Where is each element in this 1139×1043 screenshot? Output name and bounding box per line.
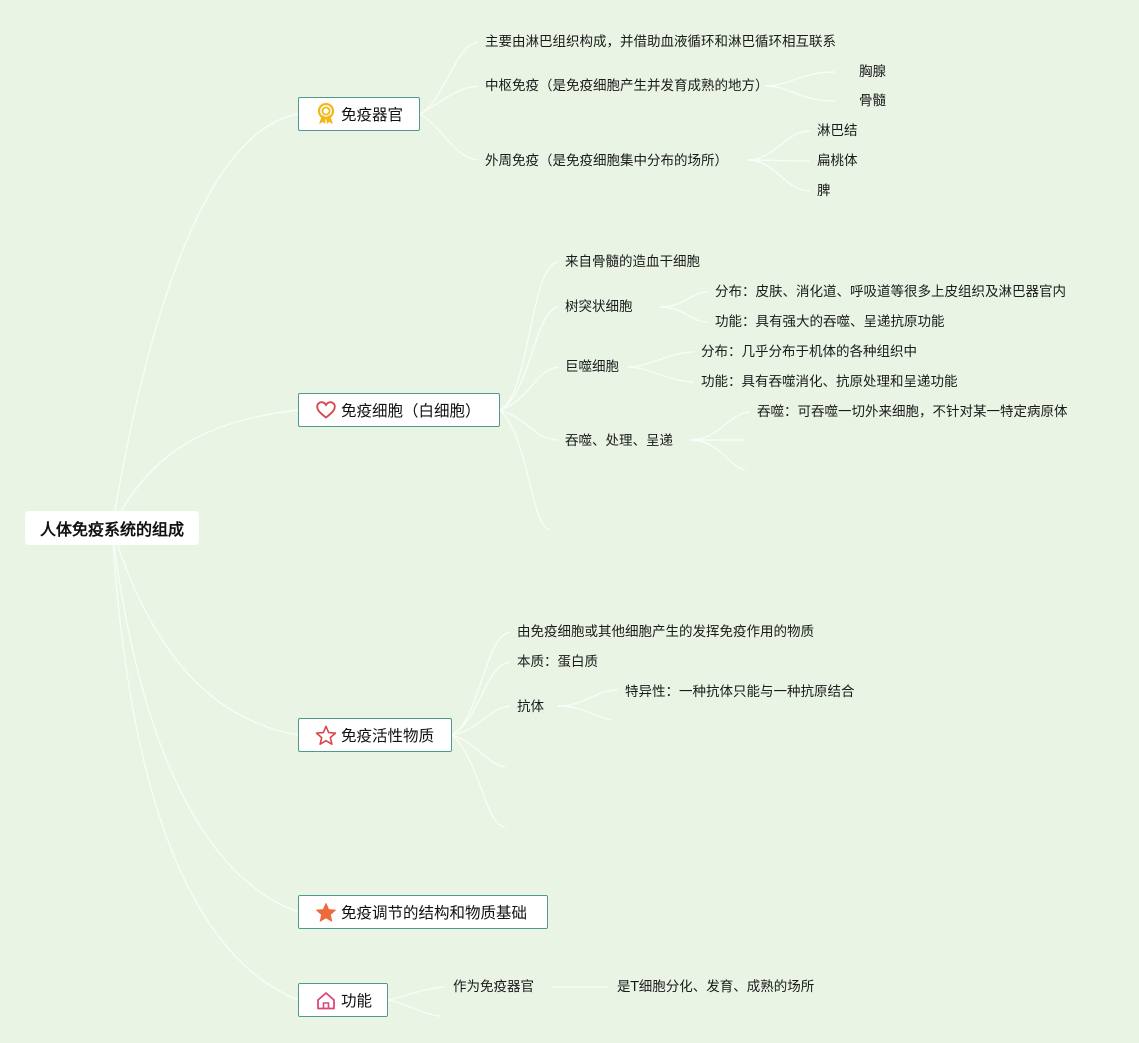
branch-regulation-basis[interactable]: 免疫调节的结构和物质基础 xyxy=(298,895,548,929)
topic-stem-cell-origin[interactable]: 来自骨髓的造血干细胞 xyxy=(565,254,700,270)
star-filled-icon xyxy=(315,901,337,923)
branch-immune-cells[interactable]: 免疫细胞（白细胞） xyxy=(298,393,500,427)
home-icon xyxy=(315,989,337,1011)
topic-lymph-tissue[interactable]: 主要由淋巴组织构成，并借助血液循环和淋巴循环相互联系 xyxy=(485,34,836,50)
topic-phagocytosis[interactable]: 吞噬、处理、呈递 xyxy=(565,433,673,449)
branch-immune-active-substances[interactable]: 免疫活性物质 xyxy=(298,718,452,752)
topic-dendritic-function[interactable]: 功能：具有强大的吞噬、呈递抗原功能 xyxy=(715,314,945,330)
root-topic[interactable]: 人体免疫系统的组成 xyxy=(25,511,199,545)
branch-immune-organs[interactable]: 免疫器官 xyxy=(298,97,420,131)
branch-label: 免疫细胞（白细胞） xyxy=(341,402,481,420)
branch-label: 免疫调节的结构和物质基础 xyxy=(341,904,528,922)
branch-function[interactable]: 功能 xyxy=(298,983,388,1017)
topic-antibody[interactable]: 抗体 xyxy=(517,699,544,715)
topic-as-immune-organ[interactable]: 作为免疫器官 xyxy=(453,979,534,995)
topic-dendritic-cell[interactable]: 树突状细胞 xyxy=(565,299,633,315)
star-outline-icon xyxy=(315,724,337,746)
award-ribbon-icon xyxy=(315,103,337,125)
topic-macrophage[interactable]: 巨噬细胞 xyxy=(565,359,619,375)
topic-lymph-node[interactable]: 淋巴结 xyxy=(817,123,858,139)
topic-macrophage-function[interactable]: 功能：具有吞噬消化、抗原处理和呈递功能 xyxy=(701,374,958,390)
topic-phagocytosis-detail[interactable]: 吞噬：可吞噬一切外来细胞，不针对某一特定病原体 xyxy=(757,404,1068,420)
branch-label: 免疫器官 xyxy=(341,106,404,124)
topic-peripheral-immune[interactable]: 外周免疫（是免疫细胞集中分布的场所） xyxy=(485,153,728,169)
branch-label: 功能 xyxy=(341,992,373,1010)
topic-tonsil[interactable]: 扁桃体 xyxy=(817,153,858,169)
topic-substance-definition[interactable]: 由免疫细胞或其他细胞产生的发挥免疫作用的物质 xyxy=(517,624,814,640)
topic-thymus[interactable]: 胸腺 xyxy=(859,64,886,80)
topic-bone-marrow[interactable]: 骨髓 xyxy=(859,93,886,109)
root-topic-label: 人体免疫系统的组成 xyxy=(39,520,184,539)
topic-spleen[interactable]: 脾 xyxy=(817,183,831,199)
topic-t-cell-site[interactable]: 是T细胞分化、发育、成熟的场所 xyxy=(617,979,815,995)
topic-macrophage-distribution[interactable]: 分布：几乎分布于机体的各种组织中 xyxy=(701,344,917,360)
topic-dendritic-distribution[interactable]: 分布：皮肤、消化道、呼吸道等很多上皮组织及淋巴器官内 xyxy=(715,284,1066,300)
heart-icon xyxy=(315,399,337,421)
topic-antibody-specificity[interactable]: 特异性：一种抗体只能与一种抗原结合 xyxy=(625,684,855,700)
topic-substance-nature[interactable]: 本质：蛋白质 xyxy=(517,654,598,670)
topic-central-immune[interactable]: 中枢免疫（是免疫细胞产生并发育成熟的地方） xyxy=(485,78,769,94)
branch-label: 免疫活性物质 xyxy=(341,727,435,745)
